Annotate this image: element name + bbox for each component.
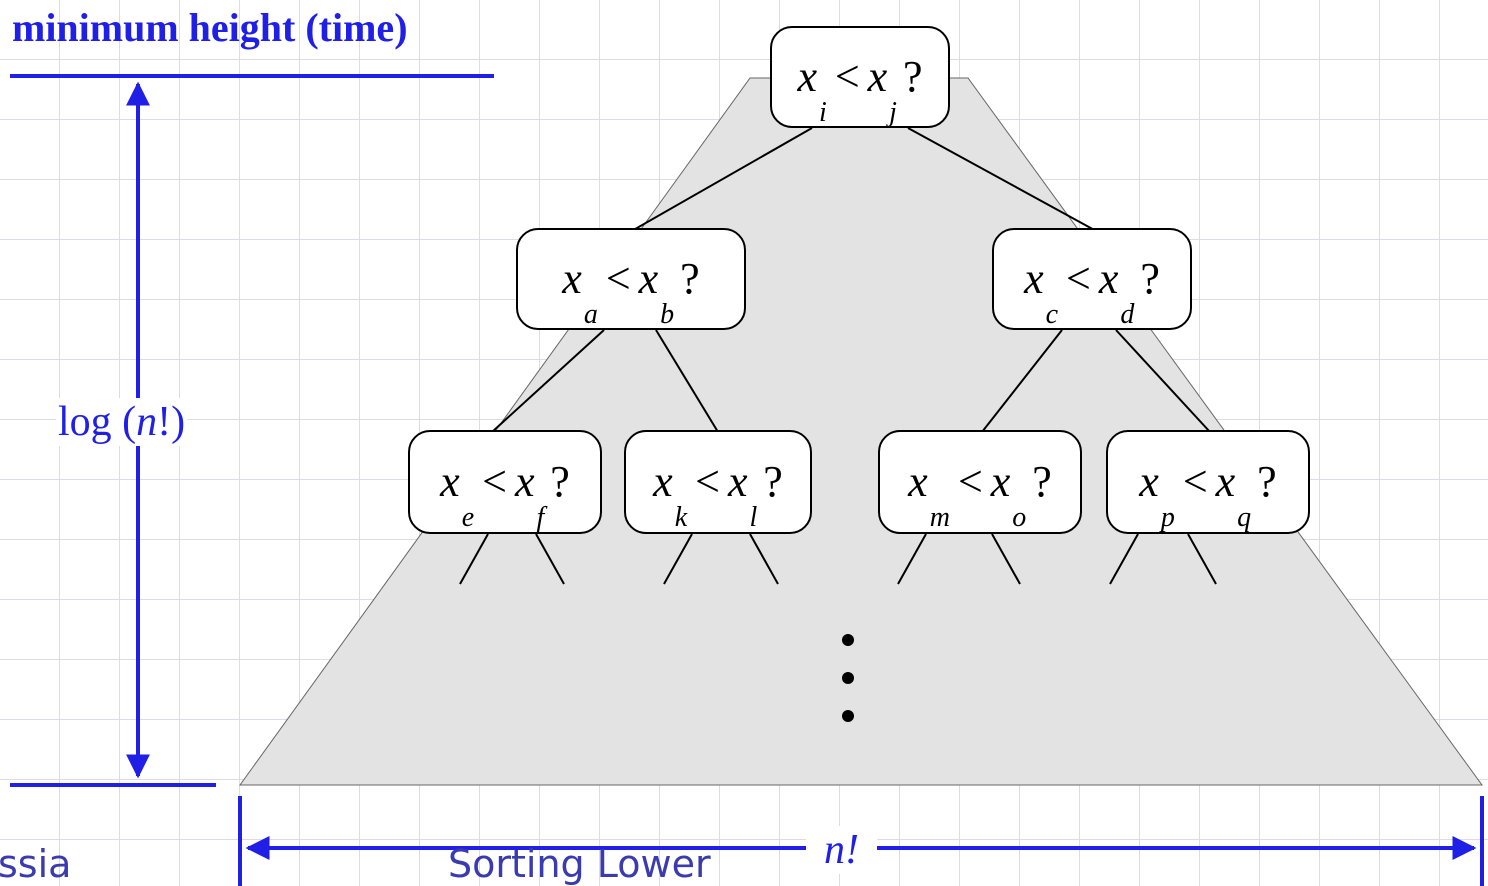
tree-edges (459, 127, 1217, 585)
footer-left-text: ssia (0, 842, 72, 886)
ellipsis-dots (842, 634, 854, 722)
height-label: log (n!) (56, 398, 188, 446)
width-label: n! (806, 826, 877, 874)
height-label-var: n (136, 399, 158, 445)
height-label-prefix: log ( (58, 399, 137, 445)
height-label-suffix: !) (157, 399, 186, 445)
footer-center-text: Sorting Lower (448, 842, 711, 886)
minimum-height-title: minimum height (time) (12, 5, 408, 50)
